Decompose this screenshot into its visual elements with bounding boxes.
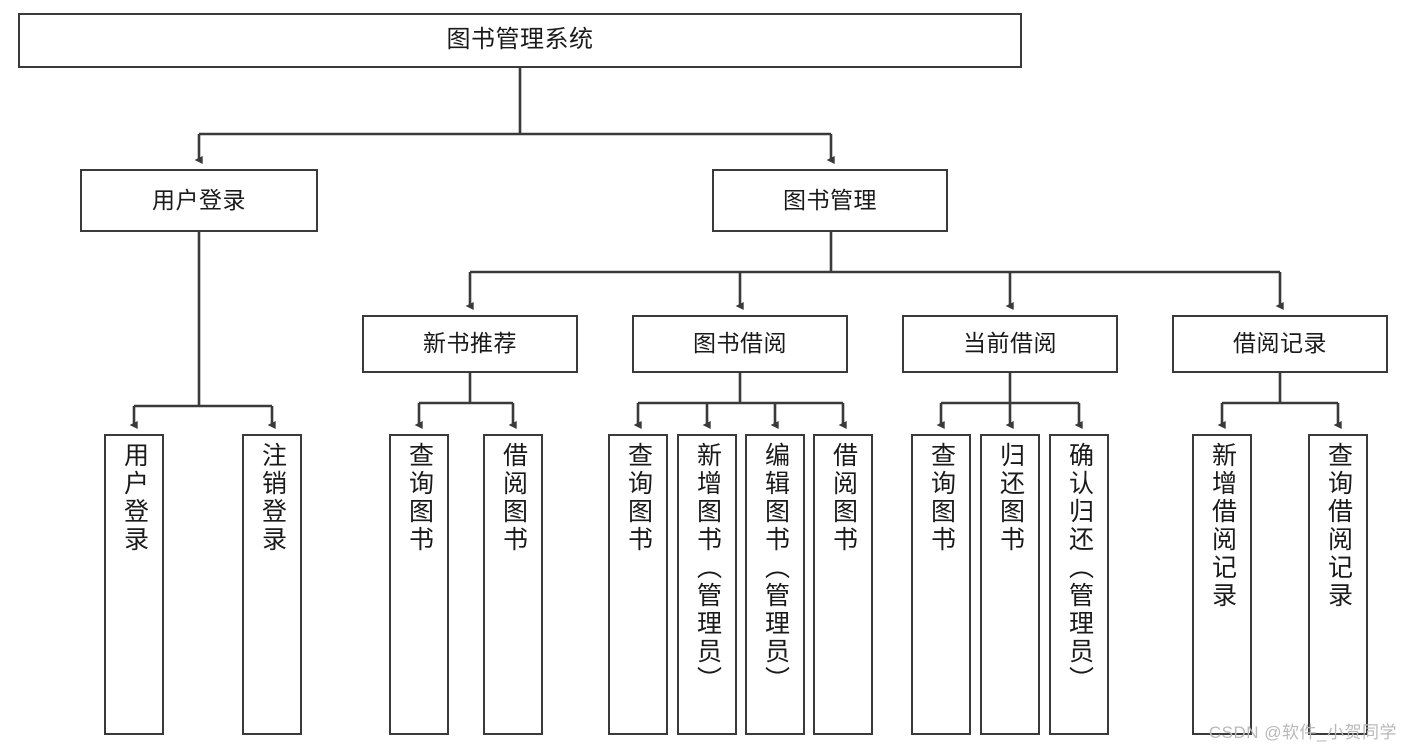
node-borrow-records[interactable]: 借阅记录 xyxy=(1172,315,1388,373)
node-label: 归还图书 xyxy=(996,442,1025,554)
leaf-edit-book-admin[interactable]: 编辑图书（管理员） xyxy=(745,434,805,735)
node-label: 查询图书 xyxy=(624,442,653,554)
leaf-query-books-current[interactable]: 查询图书 xyxy=(911,434,971,735)
leaf-query-borrow-record[interactable]: 查询借阅记录 xyxy=(1308,434,1368,735)
node-label: 查询图书 xyxy=(405,442,434,554)
leaf-user-login[interactable]: 用户登录 xyxy=(104,434,164,735)
node-label: 新增图书（管理员） xyxy=(693,442,722,694)
node-library-management-system[interactable]: 图书管理系统 xyxy=(18,13,1022,68)
node-new-book-recommendation[interactable]: 新书推荐 xyxy=(362,315,578,373)
leaf-query-books-new[interactable]: 查询图书 xyxy=(389,434,449,735)
node-label: 编辑图书（管理员） xyxy=(761,442,790,694)
leaf-return-books[interactable]: 归还图书 xyxy=(980,434,1040,735)
node-book-borrowing[interactable]: 图书借阅 xyxy=(632,315,848,373)
leaf-query-books-borrow[interactable]: 查询图书 xyxy=(608,434,668,735)
node-label: 图书管理系统 xyxy=(446,26,594,54)
node-label: 确认归还（管理员） xyxy=(1065,442,1094,694)
leaf-borrow-books[interactable]: 借阅图书 xyxy=(813,434,873,735)
node-label: 新书推荐 xyxy=(423,330,517,357)
node-label: 查询借阅记录 xyxy=(1324,442,1353,610)
node-label: 当前借阅 xyxy=(963,330,1057,357)
watermark-text: CSDN @软件_小贺同学 xyxy=(1208,723,1397,742)
node-label: 借阅图书 xyxy=(499,442,528,554)
node-book-management[interactable]: 图书管理 xyxy=(712,169,948,232)
node-label: 用户登录 xyxy=(120,442,149,554)
leaf-confirm-return-admin[interactable]: 确认归还（管理员） xyxy=(1049,434,1109,735)
node-label: 图书管理 xyxy=(783,186,877,213)
node-label: 注销登录 xyxy=(258,442,287,554)
leaf-borrow-books-new[interactable]: 借阅图书 xyxy=(483,434,543,735)
leaf-add-book-admin[interactable]: 新增图书（管理员） xyxy=(677,434,737,735)
node-label: 新增借阅记录 xyxy=(1208,442,1237,610)
node-user-login[interactable]: 用户登录 xyxy=(80,169,318,232)
node-label: 借阅图书 xyxy=(829,442,858,554)
node-label: 借阅记录 xyxy=(1233,330,1327,357)
node-label: 查询图书 xyxy=(927,442,956,554)
leaf-logout[interactable]: 注销登录 xyxy=(242,434,302,735)
leaf-add-borrow-record[interactable]: 新增借阅记录 xyxy=(1192,434,1252,735)
node-current-borrowing[interactable]: 当前借阅 xyxy=(902,315,1118,373)
node-label: 用户登录 xyxy=(152,186,246,213)
node-label: 图书借阅 xyxy=(693,330,787,357)
